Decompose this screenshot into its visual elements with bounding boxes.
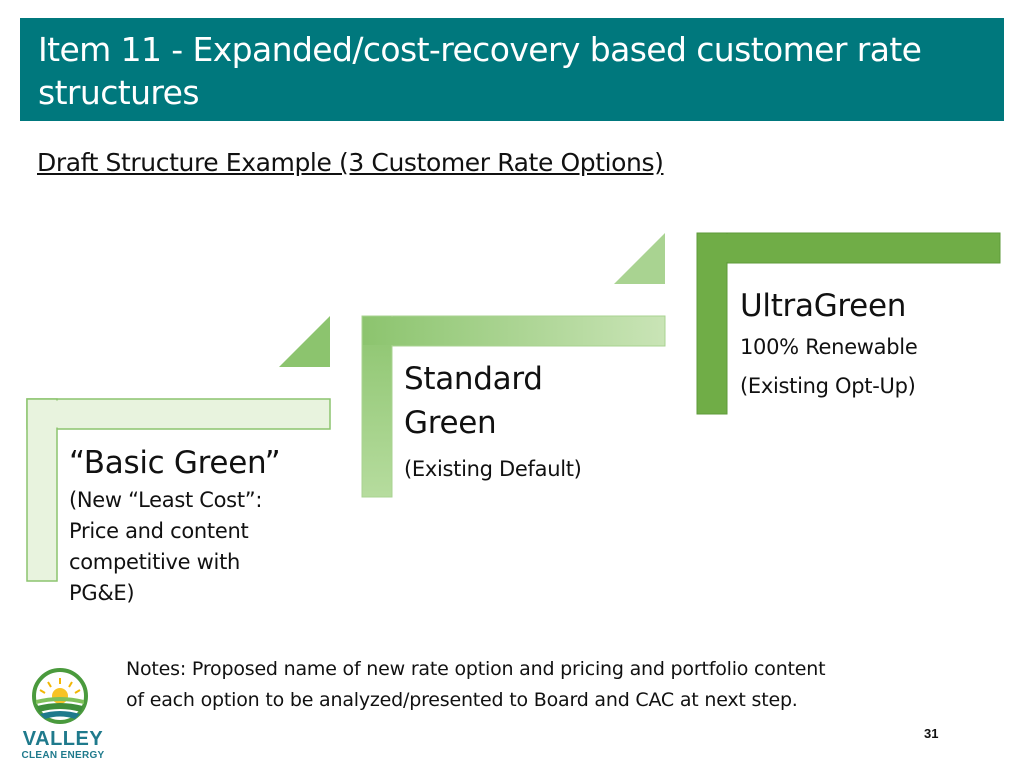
step3-title: UltraGreen xyxy=(740,288,907,324)
step1-line4: PG&E) xyxy=(69,581,135,605)
section-subtitle: Draft Structure Example (3 Customer Rate… xyxy=(37,148,664,177)
page-number: 31 xyxy=(924,726,939,741)
step3-line2: (Existing Opt-Up) xyxy=(740,374,916,398)
logo-text-clean-energy: CLEAN ENERGY xyxy=(21,750,105,761)
step2-title-line2: Green xyxy=(404,405,497,441)
step-connector-2 xyxy=(614,233,665,284)
header-bar: Item 11 - Expanded/cost-recovery based c… xyxy=(20,18,1004,121)
step2-line1: (Existing Default) xyxy=(404,457,582,481)
step-ultragreen-shape xyxy=(696,232,1001,415)
step2-title-line1: Standard xyxy=(404,361,543,397)
notes-line1: Notes: Proposed name of new rate option … xyxy=(126,658,826,680)
step1-line2: Price and content xyxy=(69,519,249,543)
step-basic-green-shape xyxy=(26,398,331,582)
valley-clean-energy-logo: VALLEY CLEAN ENERGY xyxy=(18,668,108,761)
step-standard-green-shape xyxy=(361,315,666,498)
step3-line1: 100% Renewable xyxy=(740,335,918,359)
logo-text-valley: VALLEY xyxy=(22,728,104,750)
notes-line2: of each option to be analyzed/presented … xyxy=(126,689,798,711)
notes-text: Notes: Proposed name of new rate option … xyxy=(126,654,946,716)
step1-line3: competitive with xyxy=(69,550,241,574)
logo-emblem-icon xyxy=(32,668,88,724)
step1-title: “Basic Green” xyxy=(69,445,281,481)
step1-line1: (New “Least Cost”: xyxy=(69,488,263,512)
page-title: Item 11 - Expanded/cost-recovery based c… xyxy=(38,30,922,112)
step-connector-1 xyxy=(279,316,330,367)
